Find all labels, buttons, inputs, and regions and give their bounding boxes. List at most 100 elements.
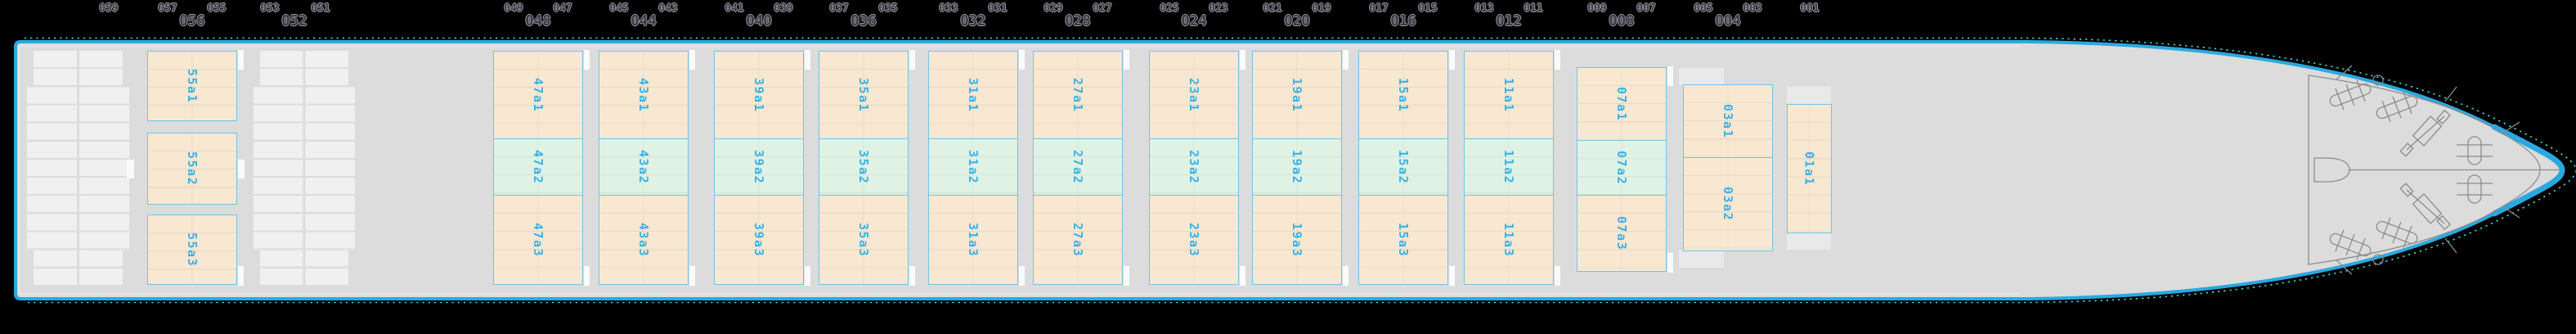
bay-number-small: 039 [774, 2, 793, 15]
stow-block-label: 27a3 [1070, 222, 1085, 258]
stow-block-label: 43a3 [636, 222, 651, 258]
stow-block-01a1[interactable]: 01a1 [1787, 104, 1832, 233]
bay-number-small: 033 [939, 2, 958, 15]
bay-number-large: 040 [746, 13, 772, 29]
bay-number-small: 045 [609, 2, 629, 15]
stow-block-label: 35a2 [856, 149, 871, 185]
stow-block-07a1[interactable]: 07a1 [1577, 66, 1673, 141]
bay-number-small: 015 [1418, 2, 1438, 15]
dotted-guide-line [25, 37, 2576, 304]
bitt-icon [2457, 136, 2493, 165]
hull-inner-line [18, 45, 2020, 296]
bay-number-small: 003 [1743, 2, 1762, 15]
stow-block-label: 15a3 [1396, 222, 1411, 258]
bay-number-small: 013 [1474, 2, 1494, 15]
stow-block-43a1[interactable]: 43a1 [599, 50, 695, 139]
stow-block-39a2[interactable]: 39a2 [714, 138, 804, 196]
stow-block-15a1[interactable]: 15a1 [1358, 50, 1455, 139]
bay-number-small: 031 [988, 2, 1008, 15]
stow-block-label: 15a2 [1396, 149, 1411, 185]
stow-block-39a3[interactable]: 39a3 [714, 195, 810, 286]
stow-block-19a1[interactable]: 19a1 [1252, 50, 1349, 139]
stow-block-label: 39a1 [752, 77, 766, 113]
bay-number-large: 052 [281, 13, 307, 29]
stow-block-47a2[interactable]: 47a2 [493, 138, 583, 196]
empty-slot-tab [1679, 68, 1724, 85]
stow-block-27a1[interactable]: 27a1 [1033, 50, 1129, 139]
stow-block-19a2[interactable]: 19a2 [1252, 138, 1342, 196]
stow-block-label: 07a3 [1614, 215, 1629, 251]
stow-block-11a2[interactable]: 11a2 [1464, 138, 1554, 196]
bay-number-large: 012 [1496, 13, 1522, 29]
stow-block-label: 11a1 [1501, 77, 1516, 113]
stow-block-47a1[interactable]: 47a1 [493, 50, 590, 139]
stow-block-39a1[interactable]: 39a1 [714, 50, 810, 139]
stow-block-35a3[interactable]: 35a3 [819, 195, 915, 286]
stow-block-23a1[interactable]: 23a1 [1149, 50, 1245, 139]
bow-equipment-group [2329, 65, 2520, 165]
stow-block-03a1[interactable]: 03a1 [1683, 84, 1773, 158]
stow-block-07a2[interactable]: 07a2 [1577, 140, 1667, 196]
bay-number-small: 041 [725, 2, 744, 15]
empty-slot-tab [1679, 250, 1724, 268]
bay-number-small: 009 [1587, 2, 1607, 15]
stow-block-15a3[interactable]: 15a3 [1358, 195, 1455, 286]
stow-block-55a1[interactable]: 55a1 [147, 50, 244, 121]
bay-number-large: 036 [850, 13, 877, 29]
stow-block-11a1[interactable]: 11a1 [1464, 50, 1560, 139]
stow-block-27a3[interactable]: 27a3 [1033, 195, 1129, 286]
stow-block-19a3[interactable]: 19a3 [1252, 195, 1349, 286]
stow-block-label: 19a1 [1290, 77, 1304, 113]
stow-block-27a2[interactable]: 27a2 [1033, 138, 1123, 196]
stow-block-35a1[interactable]: 35a1 [819, 50, 915, 139]
bay-number-large: 044 [631, 13, 657, 29]
bay-number-small: 035 [878, 2, 898, 15]
stow-block-label: 47a1 [531, 77, 545, 113]
stow-block-55a2[interactable]: 55a2 [147, 133, 237, 205]
stow-block-15a2[interactable]: 15a2 [1358, 138, 1448, 196]
bollard-icon [2329, 79, 2372, 111]
stow-block-23a2[interactable]: 23a2 [1149, 138, 1239, 196]
stow-block-07a3[interactable]: 07a3 [1577, 195, 1673, 273]
stow-block-label: 31a3 [966, 222, 981, 258]
windlass-icon [2313, 157, 2350, 183]
bay-number-large: 048 [525, 13, 551, 29]
stow-block-43a2[interactable]: 43a2 [599, 138, 689, 196]
bow-tip-accent [2491, 124, 2565, 217]
stow-block-label: 07a2 [1614, 150, 1629, 186]
bay-number-large: 020 [1284, 13, 1310, 29]
frame-tick [2502, 121, 2520, 134]
stow-block-label: 39a2 [752, 149, 766, 185]
stow-block-label: 55a2 [185, 151, 200, 187]
bay-number-small: 043 [658, 2, 678, 15]
stow-block-31a1[interactable]: 31a1 [928, 50, 1025, 139]
bay-number-small: 059 [99, 2, 119, 15]
stow-block-35a2[interactable]: 35a2 [819, 138, 909, 196]
stow-block-label: 43a2 [636, 149, 651, 185]
bay-number-small: 007 [1636, 2, 1656, 15]
stow-block-43a3[interactable]: 43a3 [599, 195, 695, 286]
empty-slot-grid [254, 51, 355, 287]
bay-number-small: 037 [829, 2, 849, 15]
bay-number-large: 024 [1181, 13, 1207, 29]
bay-number-small: 011 [1524, 2, 1543, 15]
bay-number-small: 001 [1800, 2, 1820, 15]
stow-block-label: 27a1 [1070, 77, 1085, 113]
bay-number-small: 047 [553, 2, 572, 15]
bay-number-small: 023 [1209, 2, 1228, 15]
bay-number-small: 019 [1312, 2, 1331, 15]
stow-block-03a2[interactable]: 03a2 [1683, 157, 1773, 251]
bay-number-small: 055 [207, 2, 227, 15]
stow-block-11a3[interactable]: 11a3 [1464, 195, 1560, 286]
stow-block-label: 39a3 [752, 222, 766, 258]
stow-block-55a3[interactable]: 55a3 [147, 214, 244, 286]
empty-slot-grid [27, 51, 129, 287]
stow-block-47a3[interactable]: 47a3 [493, 195, 590, 286]
stow-block-label: 19a2 [1290, 149, 1304, 185]
bay-number-small: 005 [1694, 2, 1713, 15]
stow-block-31a3[interactable]: 31a3 [928, 195, 1025, 286]
stow-block-label: 19a3 [1290, 222, 1304, 258]
stow-block-31a2[interactable]: 31a2 [928, 138, 1018, 196]
stow-block-23a3[interactable]: 23a3 [1149, 195, 1245, 286]
